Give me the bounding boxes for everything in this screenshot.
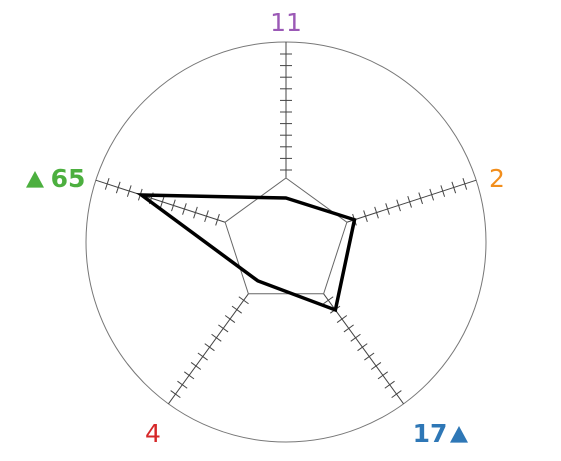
axis-tick — [440, 185, 446, 197]
axis-tick — [364, 352, 375, 361]
axis-tick — [177, 380, 188, 389]
axis-tick — [171, 199, 176, 212]
axis-tick — [104, 178, 110, 190]
axis-tick — [451, 181, 457, 194]
axis-tick — [391, 390, 402, 399]
axis-label-4: 65 — [51, 164, 86, 193]
axis-line-4 — [95, 179, 226, 223]
axis-tick — [183, 371, 195, 380]
axis-tick — [363, 210, 368, 223]
axis-line-1 — [346, 179, 477, 223]
axis-tick — [343, 324, 354, 333]
axis-tick — [182, 203, 187, 215]
axis-tick — [224, 315, 236, 323]
axis-tick — [429, 188, 435, 201]
axis-tick — [385, 203, 390, 215]
axis-tick — [204, 210, 209, 223]
axis-tick — [336, 315, 348, 323]
axis-tick — [231, 305, 243, 314]
axis-tick — [218, 324, 229, 333]
axis-tick — [115, 181, 121, 194]
axis-tick — [170, 390, 181, 399]
highlight-triangle-icon — [26, 171, 44, 188]
axis-tick — [190, 362, 202, 370]
series-polygon — [135, 193, 357, 313]
axis-tick — [160, 195, 165, 208]
axis-tick — [396, 199, 401, 212]
axis-tick — [357, 343, 368, 352]
axis-label-0: 11 — [270, 8, 302, 37]
axis-tick — [204, 343, 215, 352]
axis-tick — [370, 362, 382, 370]
axis-tick — [193, 206, 198, 219]
axis-tick — [374, 206, 379, 219]
highlight-triangle-icon — [450, 426, 468, 443]
axis-tick — [323, 296, 334, 305]
axis-tick — [197, 352, 208, 361]
axis-tick — [418, 192, 423, 205]
axis-tick — [211, 333, 222, 342]
axis-tick — [215, 213, 220, 226]
reference-polygon — [224, 177, 348, 295]
axis-tick — [462, 178, 468, 190]
axis-label-3: 4 — [145, 419, 161, 448]
axis-tick — [350, 333, 361, 342]
axis-tick — [407, 195, 412, 208]
axis-tick — [384, 380, 395, 389]
axis-tick — [238, 296, 249, 305]
axis-tick — [377, 371, 389, 380]
axis-line-2 — [323, 293, 404, 405]
axis-label-2: 17 — [413, 419, 448, 448]
axis-tick — [126, 185, 132, 197]
axis-line-3 — [168, 293, 249, 405]
axis-label-1: 2 — [489, 164, 505, 193]
